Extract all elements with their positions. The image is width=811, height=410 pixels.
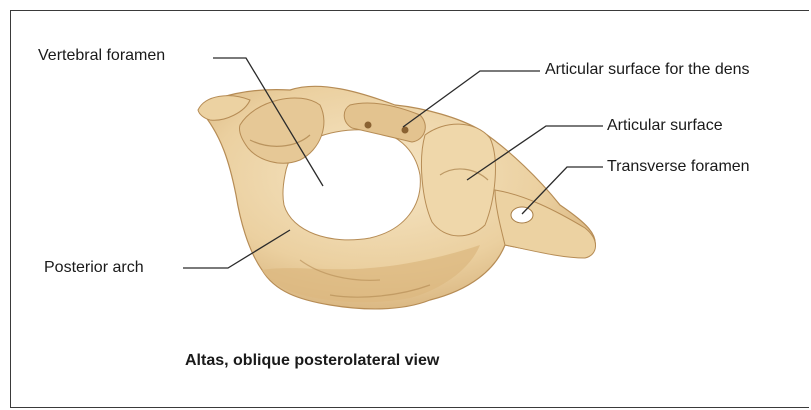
figure-caption: Altas, oblique posterolateral view <box>185 352 439 370</box>
label-transverse-foramen: Transverse foramen <box>607 158 750 176</box>
label-articular-surface: Articular surface <box>607 117 723 135</box>
transverse-foramen-hole <box>511 207 533 223</box>
dens-facet-hole <box>402 127 409 134</box>
label-posterior-arch: Posterior arch <box>44 259 144 277</box>
dens-facet-hole <box>365 122 372 129</box>
label-articular-surface-dens: Articular surface for the dens <box>545 61 750 79</box>
label-vertebral-foramen: Vertebral foramen <box>38 47 165 65</box>
right-lateral-mass <box>421 124 495 236</box>
